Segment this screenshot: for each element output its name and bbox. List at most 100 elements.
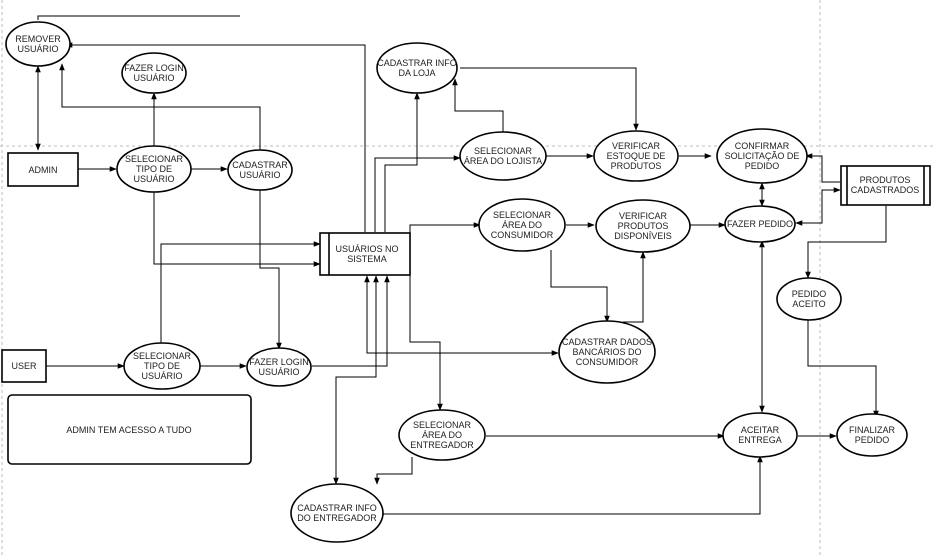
node-label-selecionar-area-entregador: ÁREA DO [422,430,462,440]
node-label-remover-usuario: USUÁRIO [17,44,58,54]
node-label-cadastrar-dados-bancarios: BANCÁRIOS DO [572,347,641,357]
edge-pedido-produtos [795,187,841,226]
node-label-cadastrar-usuario: USUÁRIO [239,170,280,180]
node-label-admin: ADMIN [29,165,58,175]
node-cadastrar-dados-bancarios-shape [558,320,656,384]
node-selecionar-tipo-user-shape [123,342,201,390]
edge-bancarios-verificar [623,251,646,323]
edge-consumidor-bancarios [550,250,610,323]
edge-lojista-loja [452,78,504,133]
node-label-cadastrar-info-loja: DA LOJA [398,68,435,78]
node-label-admin-tem-acesso: ADMIN TEM ACESSO A TUDO [66,425,191,435]
node-label-verificar-produtos: PRODUTOS [618,221,669,231]
node-label-pedido-aceito: ACEITO [792,299,825,309]
node-label-verificar-estoque: ESTOQUE DE [607,151,666,161]
node-label-finalizar-pedido: FINALIZAR [849,425,896,435]
node-label-selecionar-area-entregador: ENTREGADOR [410,440,474,450]
edge-info-entrega [380,455,763,515]
node-pedido-aceito-shape [776,277,842,321]
node-selecionar-area-lojista-shape [459,131,547,181]
node-label-fazer-pedido: FAZER PEDIDO [727,219,793,229]
node-label-selecionar-tipo-admin: USUÁRIO [133,174,174,184]
edge-sistema-consumidor [409,222,481,250]
node-label-cadastrar-info-loja: CADASTRAR INFO [377,58,457,68]
edge-cadastrar-remover [59,63,261,150]
node-label-selecionar-area-consumidor: CONSUMIDOR [491,230,554,240]
node-label-remover-usuario: REMOVER [15,34,61,44]
node-label-produtos-cadastrados: CADASTRADOS [851,185,920,195]
node-label-cadastrar-info-entregador: DO ENTREGADOR [297,513,377,523]
node-verificar-produtos-shape [595,199,691,253]
node-confirmar-solicitacao-shape [716,128,808,184]
edge-sistema-remover [65,42,366,232]
node-label-fazer-login-admin: USUÁRIO [133,73,174,83]
node-selecionar-area-entregador-shape [398,409,486,461]
node-label-pedido-aceito: PEDIDO [792,289,827,299]
edge-loja-estoque [460,67,639,131]
edge-sistema-entregador-info [333,275,379,485]
edge-sistema-entregador [409,250,443,411]
edge-produtos-aceito [805,206,887,279]
node-fazer-pedido-shape [724,205,796,243]
shapes [1,21,931,543]
node-cadastrar-usuario-shape [227,149,293,191]
node-label-selecionar-area-lojista: ÁREA DO LOJISTA [464,156,542,166]
node-label-fazer-login-user: FAZER LOGIN [249,357,309,367]
node-label-fazer-login-admin: FAZER LOGIN [124,63,184,73]
node-label-confirmar-solicitacao: PEDIDO [745,161,780,171]
node-label-aceitar-entrega: ACEITAR [741,425,780,435]
node-label-user: USER [11,361,37,371]
edge-produtos-confirmar [805,153,840,183]
node-label-verificar-estoque: VERIFICAR [612,141,661,151]
edge-cadastrar-login [259,190,282,350]
node-label-selecionar-area-lojista: SELECIONAR [474,146,533,156]
node-label-verificar-produtos: VERIFICAR [619,211,668,221]
node-aceitar-entrega-shape [722,412,798,458]
node-label-cadastrar-dados-bancarios: CONSUMIDOR [576,357,639,367]
node-label-selecionar-tipo-user: SELECIONAR [133,351,192,361]
node-selecionar-area-consumidor-shape [478,198,566,252]
node-usuarios-no-sistema-shape [319,232,411,276]
node-admin-tem-acesso-shape [7,394,252,465]
node-label-cadastrar-usuario: CADASTRAR [232,160,288,170]
node-label-confirmar-solicitacao: CONFIRMAR [735,141,790,151]
node-label-verificar-estoque: PRODUTOS [611,161,662,171]
node-label-produtos-cadastrados: PRODUTOS [860,175,911,185]
node-label-cadastrar-dados-bancarios: CADASTRAR DADOS [562,337,652,347]
edge-remover-top [37,15,240,20]
node-label-fazer-login-user: USUÁRIO [258,367,299,377]
node-label-confirmar-solicitacao: SOLICITAÇÃO DE [725,151,800,161]
node-label-usuarios-no-sistema: SISTEMA [347,254,387,264]
node-label-selecionar-tipo-admin: SELECIONAR [125,154,184,164]
node-cadastrar-info-entregador-shape [290,483,384,543]
node-user-shape [1,349,47,383]
edge-aceito-finalizar [807,320,879,418]
node-label-selecionar-area-consumidor: ÁREA DO [502,220,542,230]
node-fazer-login-admin-shape [121,52,187,94]
node-label-selecionar-tipo-admin: TIPO DE [136,164,172,174]
node-finalizar-pedido-shape [836,413,908,457]
node-produtos-cadastrados-shape [840,165,931,206]
node-selecionar-tipo-admin-shape [116,145,192,193]
node-verificar-estoque-shape [593,130,679,182]
node-cadastrar-info-loja-shape [376,42,458,94]
node-remover-usuario-shape [5,21,71,67]
node-label-cadastrar-info-entregador: CADASTRAR INFO [297,503,377,513]
node-label-selecionar-area-entregador: SELECIONAR [413,420,472,430]
edge-sistema-lojista [374,155,461,232]
edge-entregador-info [374,457,413,485]
edge-selecionar-user-sistema [160,241,321,343]
node-label-usuarios-no-sistema: USUÁRIOS NO [335,244,398,254]
edge-sistema-loja [384,92,420,232]
node-label-finalizar-pedido: PEDIDO [855,435,890,445]
node-label-aceitar-entrega: ENTREGA [738,435,782,445]
edge-sistema-bancarios [364,275,559,356]
node-fazer-login-user-shape [246,347,312,387]
edges [35,15,887,515]
node-label-verificar-produtos: DISPONÍVEIS [614,231,672,241]
edge-selecionar-sistema [153,192,321,267]
node-label-selecionar-tipo-user: TIPO DE [144,361,180,371]
